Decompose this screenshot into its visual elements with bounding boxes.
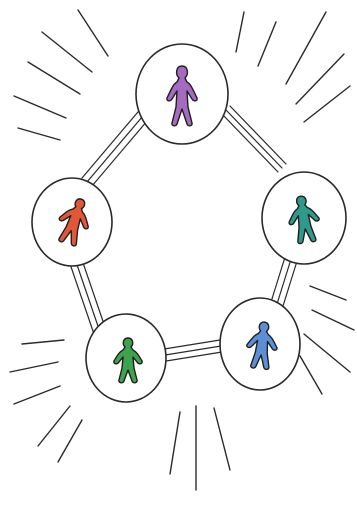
burst-line xyxy=(300,356,322,394)
burst-line xyxy=(310,286,346,300)
burst-line xyxy=(236,12,244,52)
burst-line xyxy=(38,406,70,446)
burst-line xyxy=(28,62,80,94)
connection-bottom xyxy=(158,340,222,362)
burst-line xyxy=(312,310,354,330)
burst-line xyxy=(286,12,326,84)
burst-line xyxy=(214,408,230,470)
burst-line xyxy=(78,10,108,56)
burst-line xyxy=(22,340,64,344)
burst-line xyxy=(58,420,82,462)
burst-line xyxy=(14,96,66,118)
burst-line xyxy=(170,412,180,474)
burst-line xyxy=(10,362,58,372)
burst-line xyxy=(304,86,350,122)
connection-top-right xyxy=(222,106,286,172)
burst-line xyxy=(258,22,276,66)
burst-line xyxy=(42,32,92,72)
burst-line xyxy=(14,386,60,404)
burst-line xyxy=(18,128,60,140)
burst-line xyxy=(304,334,350,372)
